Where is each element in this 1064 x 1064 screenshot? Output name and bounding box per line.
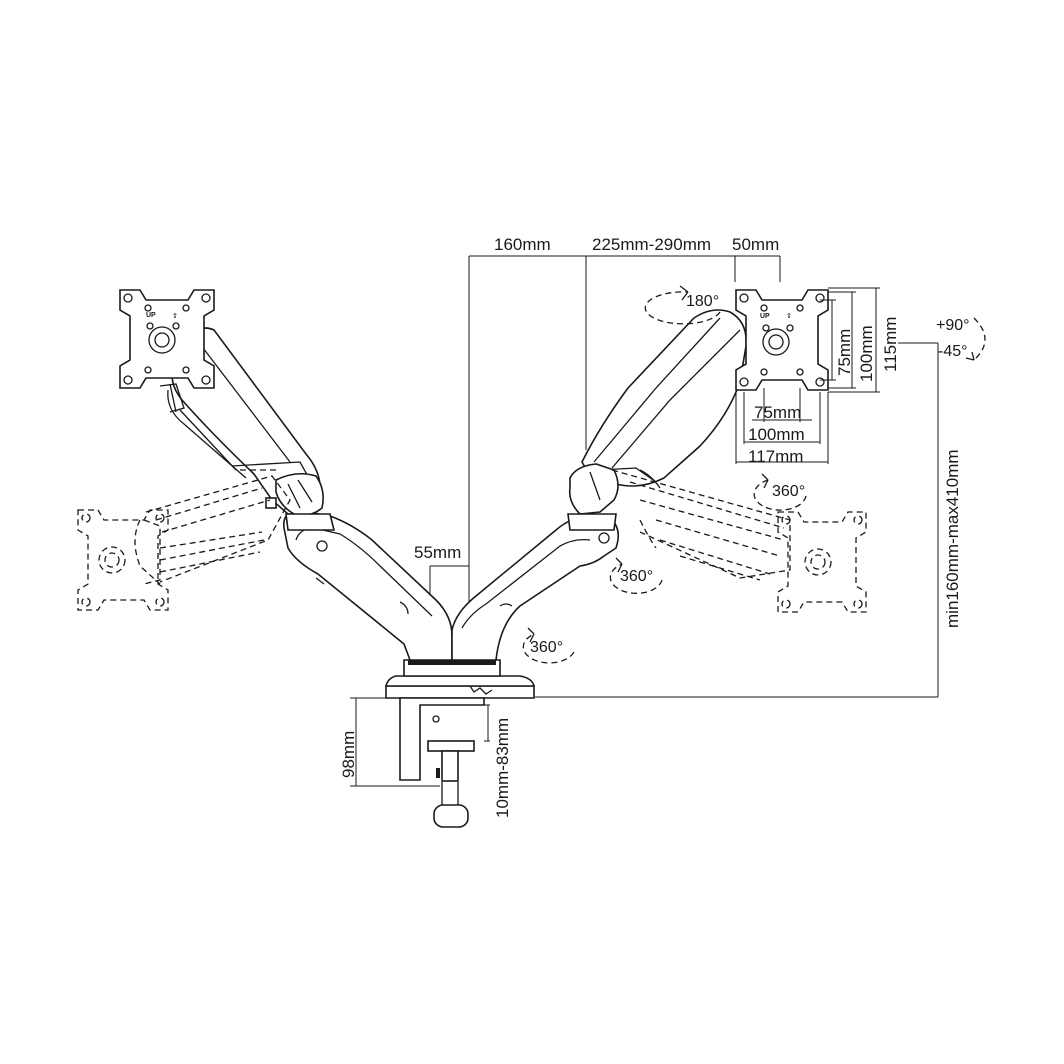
left-lower-arm [282,509,453,661]
right-upper-arm [567,309,747,531]
plate-width-label: 117mm [748,447,803,466]
arm-reach-label: 225mm-290mm [592,235,711,254]
head-depth-label: 50mm [732,235,779,254]
top-swivel-label: 180° [686,293,719,310]
vesa-dimension-lines [735,287,880,464]
clamp-range-label: 10mm-83mm [493,718,512,818]
right-lowered-vesa-plate [777,511,867,613]
vesa-large-w-label: 100mm [748,425,805,444]
right-lowered-position-dashed [611,469,791,581]
height-dimension-lines [535,342,939,698]
base-rotate-label: 360° [530,639,563,656]
right-plate-up-label: UP [760,313,770,320]
left-vesa-plate: UP ⇧ [119,289,215,413]
left-plate-up-arrow: ⇧ [172,312,178,320]
clamp-height-label: 98mm [339,731,358,778]
plate-height-label: 115mm [881,317,900,372]
vesa-small-w-label: 75mm [754,403,801,422]
tilt-down-label: -45° [938,343,968,360]
center-base [403,659,501,677]
pole-width-label: 55mm [414,543,461,562]
rotation-arrows [522,285,986,664]
tilt-up-label: +90° [936,317,970,334]
vesa-small-h-label: 75mm [835,329,854,376]
right-plate-up-arrow: ⇧ [786,312,792,320]
vesa-large-h-label: 100mm [857,325,876,382]
desk-clamp [350,675,536,828]
labels: 160mm 225mm-290mm 50mm 55mm 75mm 100mm 1… [339,235,970,818]
left-lowered-vesa-plate [77,509,169,611]
right-lower-arm [451,515,620,661]
right-vesa-plate: UP ⇧ [735,289,829,391]
height-range-label: min160mm-max410mm [943,449,962,628]
arm-offset-label: 160mm [494,235,551,254]
left-lowered-position-dashed [134,469,291,585]
head-rotate-label: 360° [772,483,805,500]
left-plate-up-label: UP [146,312,156,319]
elbow-rotate-label: 360° [620,568,653,585]
